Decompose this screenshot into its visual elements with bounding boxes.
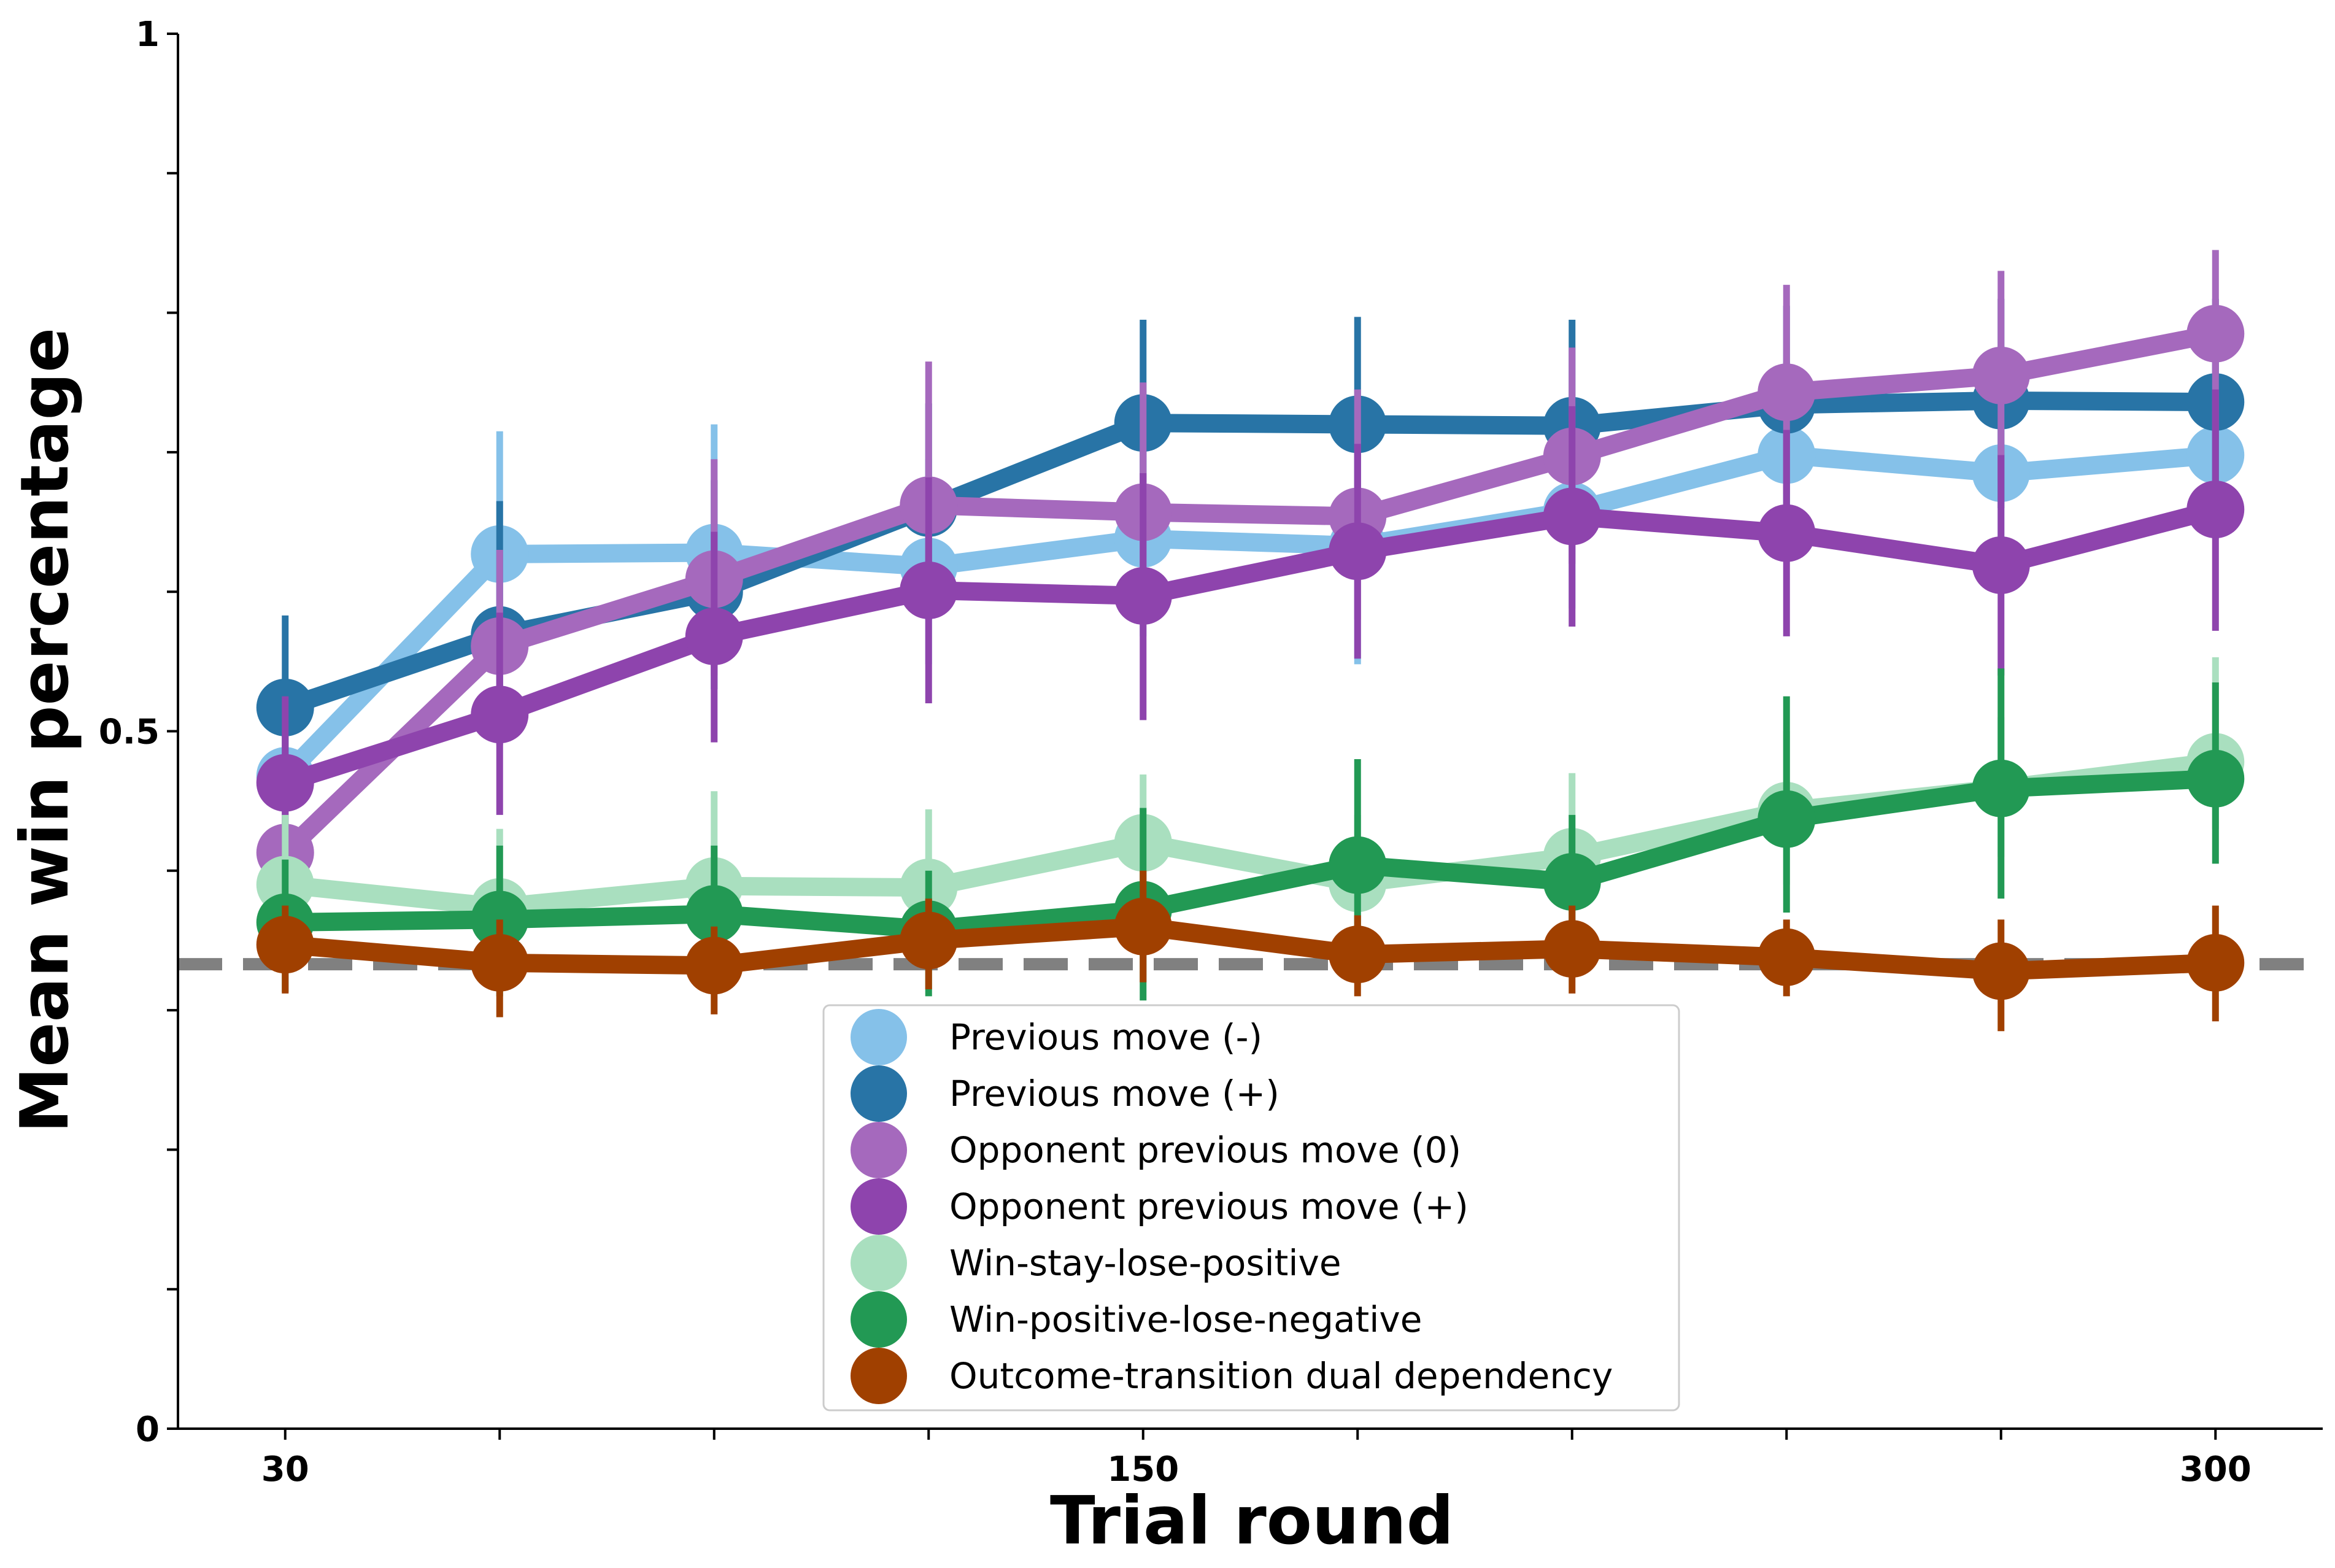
- data-point: [1758, 363, 1816, 422]
- legend-label: Previous move (-): [949, 1016, 1262, 1058]
- legend-label: Win-positive-lose-negative: [949, 1299, 1422, 1340]
- series-layer: [256, 250, 2245, 1032]
- y-tick-label: 0: [136, 1410, 160, 1450]
- data-point: [471, 933, 529, 992]
- legend-label: Opponent previous move (+): [949, 1186, 1469, 1227]
- data-point: [1329, 925, 1387, 984]
- series-line: [276, 324, 2225, 862]
- data-point: [2186, 304, 2245, 363]
- series-4: [256, 389, 2245, 871]
- data-point: [256, 916, 314, 974]
- y-axis-title: Mean win percentage: [7, 328, 83, 1133]
- data-point: [1758, 790, 1816, 848]
- x-tick-label: 30: [261, 1450, 309, 1489]
- ticks: 0 0.5 1 30 150 300: [99, 15, 2252, 1489]
- data-point: [1329, 836, 1387, 894]
- legend-box: [822, 1004, 1680, 1412]
- series-line: [276, 769, 2225, 939]
- data-point: [1972, 942, 2030, 1000]
- data-point: [1758, 504, 1816, 562]
- legend-marker: [851, 1291, 907, 1348]
- legend-label: Previous move (+): [949, 1073, 1279, 1114]
- data-point: [685, 607, 743, 665]
- legend-marker: [851, 1009, 907, 1065]
- series-7: [256, 870, 2245, 1032]
- data-point: [685, 937, 743, 995]
- y-tick-label: 0.5: [99, 713, 160, 752]
- data-point: [2186, 933, 2245, 992]
- x-tick-label: 300: [2180, 1450, 2252, 1489]
- legend-label: Opponent previous move (0): [949, 1129, 1461, 1171]
- data-point: [900, 561, 958, 619]
- legend-marker: [851, 1065, 907, 1122]
- data-point: [1114, 897, 1172, 956]
- data-point: [685, 885, 743, 943]
- data-point: [1758, 928, 1816, 986]
- series-line: [276, 917, 2225, 981]
- data-point: [1543, 487, 1601, 546]
- y-tick-label: 1: [136, 15, 160, 55]
- x-tick-label: 150: [1107, 1450, 1179, 1489]
- legend-marker: [851, 1178, 907, 1235]
- data-point: [471, 686, 529, 744]
- legend-label: Win-stay-lose-positive: [949, 1242, 1341, 1284]
- data-point: [1114, 567, 1172, 625]
- data-point: [1972, 536, 2030, 595]
- legend-label: Outcome-transition dual dependency: [949, 1355, 1613, 1397]
- series-line: [276, 446, 2225, 786]
- data-point: [1329, 522, 1387, 581]
- data-point: [1543, 852, 1601, 911]
- x-axis-title: Trial round: [1050, 1483, 1454, 1559]
- data-point: [256, 754, 314, 812]
- data-point: [2186, 481, 2245, 539]
- legend: Previous move (-) Previous move (+) Oppone…: [822, 1004, 1680, 1412]
- legend-marker: [851, 1348, 907, 1404]
- data-point: [1972, 346, 2030, 404]
- data-point: [1972, 759, 2030, 817]
- data-point: [1543, 920, 1601, 978]
- legend-marker: [851, 1122, 907, 1178]
- data-point: [900, 911, 958, 970]
- series-line: [276, 500, 2225, 792]
- data-point: [2186, 749, 2245, 808]
- legend-marker: [851, 1235, 907, 1291]
